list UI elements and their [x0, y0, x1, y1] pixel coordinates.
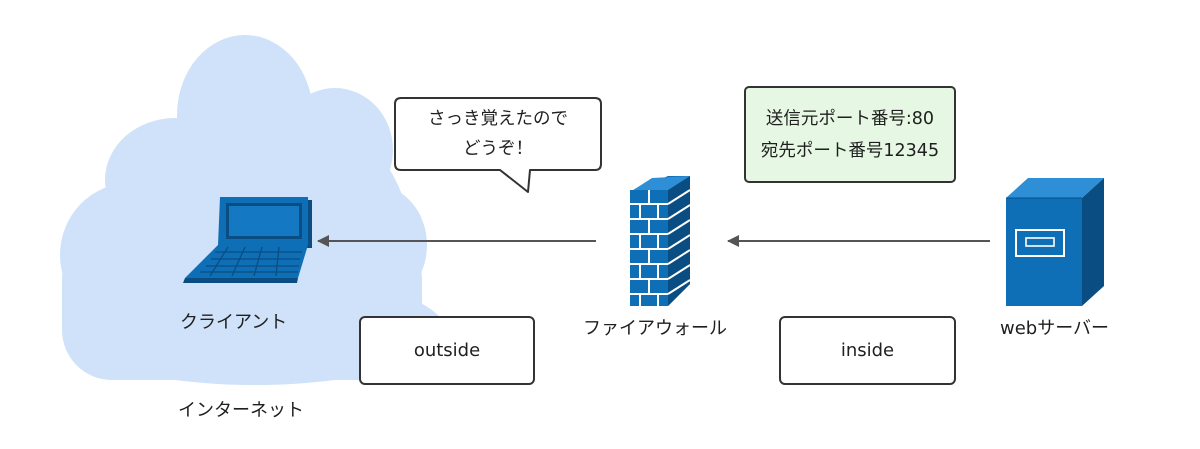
server-label: webサーバー: [1000, 318, 1110, 339]
firewall-label: ファイアウォール: [583, 318, 727, 339]
laptop-icon: [183, 197, 312, 283]
outside-zone-label: outside: [413, 340, 481, 361]
source-port-text: 送信元ポート番号:80: [765, 108, 935, 129]
speech-bubble-text: さっき覚えたので どうぞ！: [397, 104, 599, 164]
speech-bubble-line1: さっき覚えたので: [428, 109, 568, 129]
speech-bubble-shape: [394, 97, 602, 193]
destination-port-text: 宛先ポート番号12345: [760, 140, 940, 161]
internet-label: インターネット: [178, 400, 304, 421]
server-icon: [1006, 178, 1104, 306]
speech-bubble-line2: どうぞ！: [463, 139, 533, 159]
outside-zone-box: outside: [359, 316, 535, 385]
client-label: クライアント: [180, 312, 288, 333]
firewall-icon: [630, 176, 691, 306]
packet-port-note: 送信元ポート番号:80 宛先ポート番号12345: [744, 86, 956, 183]
inside-zone-box: inside: [779, 316, 956, 385]
inside-zone-label: inside: [840, 340, 895, 361]
